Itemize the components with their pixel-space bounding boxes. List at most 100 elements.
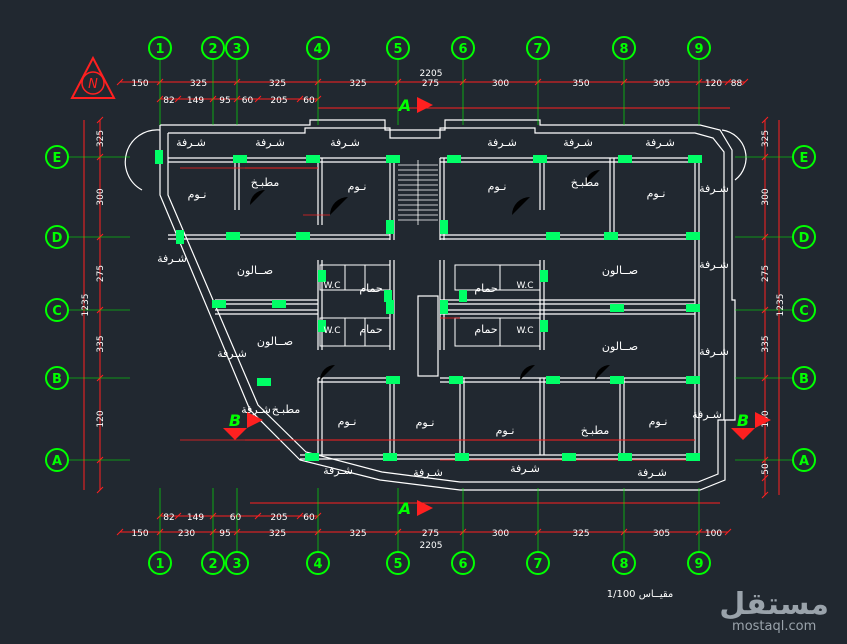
dim-bottom-row2-tick — [174, 512, 182, 520]
grid-bubble-2-bottom — [201, 551, 225, 575]
grid-bubble-C-right — [792, 298, 816, 322]
dim-top-row2-tick — [296, 95, 304, 103]
section-arrow — [417, 97, 433, 113]
dim-left-tick — [96, 116, 104, 124]
room-label-living: صــالون — [602, 340, 638, 353]
walls-layer — [124, 119, 747, 491]
dim-bottom-row2-label: 60 — [230, 513, 242, 523]
window-opening — [384, 290, 392, 302]
window-opening — [386, 220, 394, 234]
grid-bubble-9-top — [687, 36, 711, 60]
grid-bubble-C-left — [45, 298, 69, 322]
section-mark-bottom: A — [397, 499, 433, 518]
window-opening — [540, 270, 548, 282]
dim-top-row2-label: 205 — [270, 96, 287, 106]
grid-label-E: E — [800, 151, 809, 166]
dim-bottom-row2-label: 82 — [163, 513, 174, 523]
dim-left-label: 300 — [96, 188, 106, 205]
window-opening — [449, 376, 463, 384]
room-label-bedroom: نـوم — [188, 188, 207, 201]
room-label-bedroom: نـوم — [496, 424, 515, 437]
grid-bubble-4-top — [306, 36, 330, 60]
window-opening — [296, 232, 310, 240]
grid-bubble-9-bottom — [687, 551, 711, 575]
door-swing — [330, 197, 348, 215]
window-opening — [155, 150, 163, 164]
dim-left-label: 335 — [96, 335, 106, 352]
room-label-balcony: شـرفة — [255, 136, 285, 149]
dim-right-label: 335 — [761, 335, 771, 352]
room-label-balcony: شـرفة — [323, 464, 353, 477]
room-label-balcony: شـرفة — [330, 136, 360, 149]
grid-label-C: C — [799, 304, 809, 319]
dim-top-row1-label: 325 — [349, 79, 366, 89]
grid-label-8: 8 — [619, 42, 628, 57]
dim-top-row1-label: 150 — [131, 79, 148, 89]
grid-label-9: 9 — [694, 557, 703, 572]
dim-left-label: 120 — [96, 410, 106, 427]
grid-bubble-8-top — [612, 36, 636, 60]
window-opening — [386, 300, 394, 314]
dim-top-row2-tick — [174, 95, 182, 103]
section-mark-right: B — [731, 411, 771, 440]
room-label-balcony: شـرفة — [645, 136, 675, 149]
grid-bubble-B-left — [45, 366, 69, 390]
grid-label-1: 1 — [155, 557, 164, 572]
room-labels: شـرفة شـرفة شـرفة شـرفة شـرفة شـرفة نـوم مطبـخ ن… — [157, 136, 729, 479]
window-opening — [686, 232, 700, 240]
dim-top-row2-label: 95 — [219, 96, 230, 106]
window-opening — [686, 304, 700, 312]
grid-label-A: A — [52, 454, 62, 469]
window-opening — [618, 155, 632, 163]
dim-right-label: 300 — [761, 188, 771, 205]
room-label-bath: حمام — [474, 323, 497, 336]
grid-label-5: 5 — [393, 557, 402, 572]
room-label-bedroom: نـوم — [416, 416, 435, 429]
window-opening — [318, 270, 326, 282]
grid-bubble-5-top — [386, 36, 410, 60]
section-arrow — [247, 412, 263, 428]
grid-label-2: 2 — [208, 557, 217, 572]
section-letter: A — [397, 96, 411, 115]
dim-bottom-row1-label: 305 — [653, 529, 670, 539]
grid-label-6: 6 — [458, 557, 467, 572]
window-opening — [305, 453, 319, 461]
room-label-wc: W.C — [516, 281, 533, 291]
room-label-kitchen: مطبـخ — [272, 403, 301, 416]
grid-label-8: 8 — [619, 557, 628, 572]
section-letter: B — [737, 411, 749, 430]
balcony-curve-right — [721, 129, 747, 181]
dim-right-total: 1235 — [776, 294, 786, 317]
room-label-living: صــالون — [602, 264, 638, 277]
section-mark-left: B — [223, 411, 263, 440]
room-label-bath: حمام — [474, 282, 497, 295]
grid-bubble-3-top — [225, 36, 249, 60]
door-swing — [595, 365, 610, 380]
grid-label-6: 6 — [458, 42, 467, 57]
section-arrow — [417, 500, 433, 516]
room-label-bedroom: نـوم — [348, 180, 367, 193]
dim-top-row2-label: 149 — [187, 96, 204, 106]
room-label-bedroom: نـوم — [338, 415, 357, 428]
room-label-bath: حمام — [359, 282, 382, 295]
window-opening — [212, 300, 226, 308]
dim-top-row1-label: 120 — [705, 79, 722, 89]
dim-right-label: 325 — [761, 130, 771, 147]
dim-top-row2-label: 82 — [163, 96, 174, 106]
window-opening — [257, 378, 271, 386]
room-label-balcony: شـرفة — [699, 345, 729, 358]
grid-bubble-E-right — [792, 145, 816, 169]
dim-top-row1-tick — [724, 78, 732, 86]
grid-bubble-8-bottom — [612, 551, 636, 575]
dim-bottom-row1-label: 100 — [705, 529, 722, 539]
dim-left-tick — [96, 486, 104, 494]
grid-bubble-B-right — [792, 366, 816, 390]
grid-bubble-A-right — [792, 448, 816, 472]
room-label-balcony: شـرفة — [487, 136, 517, 149]
window-opening — [272, 300, 286, 308]
window-opening — [562, 453, 576, 461]
bathroom-wall — [344, 264, 391, 291]
dim-top-row1-tick — [116, 78, 124, 86]
